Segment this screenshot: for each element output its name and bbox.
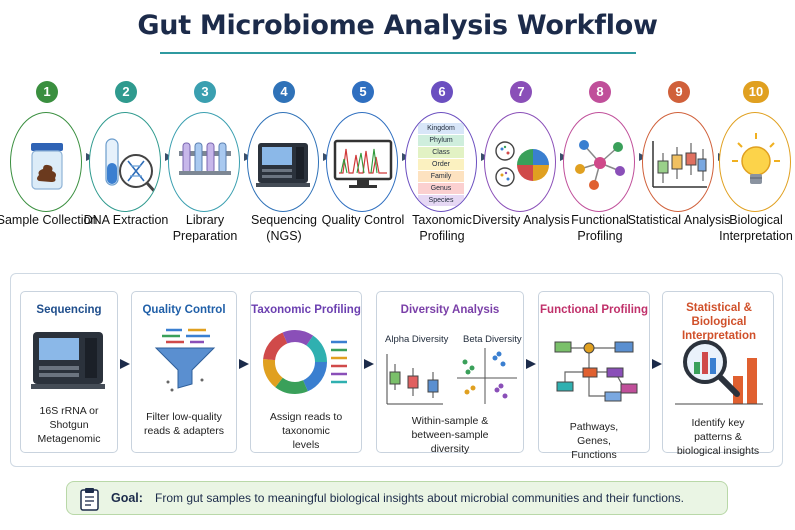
step-oval (10, 112, 82, 212)
pathway-network-icon (554, 341, 638, 402)
taxonomy-level: Genus (418, 183, 464, 194)
step-functional-profiling: 8 Functional Profiling (560, 80, 640, 260)
detail-panel (10, 273, 783, 467)
taxonomy-level: Phylum (418, 135, 464, 146)
lightbulb-icon (732, 133, 780, 184)
arrow-right-icon (526, 359, 536, 369)
arrow-right-icon (239, 359, 249, 369)
beta-diversity-label: Beta Diversity (463, 334, 522, 345)
step-sequencing: 4 Sequencing (NGS) (244, 80, 324, 260)
card-description: Identify key patterns & biological insig… (676, 417, 760, 457)
card-title: Diversity Analysis (400, 304, 500, 316)
card-title: Statistical & Biological Interpretation (681, 302, 757, 342)
step-number: 9 (668, 81, 690, 103)
step-dna-extraction: 2 DNA Extraction (84, 80, 168, 260)
taxonomy-level: Order (418, 159, 464, 170)
goal-text: From gut samples to meaningful biologica… (155, 491, 684, 505)
card-description: Pathways, Genes, Functions (569, 421, 619, 461)
step-oval (719, 112, 791, 212)
step-oval (168, 112, 240, 212)
dna-tube-icon (105, 138, 158, 195)
sample-jar-icon (31, 143, 63, 190)
boxplot-icon (652, 141, 707, 188)
step-number: 5 (352, 81, 374, 103)
card-description: 16S rRNA or Shotgun Metagenomic (37, 405, 101, 445)
card-description: Assign reads to taxonomic levels (269, 411, 343, 451)
taxonomy-level: Species (418, 195, 464, 206)
card-sequencing: Sequencing 16S rRNA or Shotgun Metagenom… (20, 291, 118, 453)
card-statistical-interpretation: Statistical & Biological Interpretation … (662, 291, 774, 457)
title-underline (160, 52, 636, 54)
card-title: Quality Control (142, 304, 226, 316)
step-label: DNA Extraction (83, 213, 169, 227)
card-title: Functional Profiling (540, 304, 648, 316)
funnel-filter-icon (154, 328, 216, 392)
step-biological-interpretation: 10 Biological Interpretation (716, 80, 795, 260)
step-oval (326, 112, 398, 212)
step-number: 3 (194, 81, 216, 103)
step-label: Library Preparation (172, 213, 238, 243)
tube-rack-icon (179, 142, 231, 175)
card-title: Taxonomic Profiling (251, 304, 361, 316)
step-label: Sample Collection (0, 213, 98, 227)
step-number: 4 (273, 81, 295, 103)
step-oval: Kingdom Phylum Class Order Family Genus … (405, 112, 477, 212)
step-taxonomic-profiling: 6 Kingdom Phylum Class Order Family Genu… (402, 80, 482, 260)
taxonomy-ladder: Kingdom Phylum Class Order Family Genus … (418, 123, 464, 206)
step-oval (89, 112, 161, 212)
step-label: Biological Interpretation (719, 213, 793, 243)
taxonomy-level: Class (418, 147, 464, 158)
step-number: 10 (743, 81, 769, 103)
diversity-plots-icon (386, 348, 517, 405)
network-icon (575, 140, 625, 190)
arrow-right-icon (120, 359, 130, 369)
card-diversity-analysis: Diversity Analysis Alpha Diversity Beta … (376, 291, 524, 455)
step-quality-control: 5 Quality Control (322, 80, 404, 260)
card-title: Sequencing (36, 304, 102, 316)
step-sample-collection: 1 Sample Collection (0, 80, 97, 260)
diversity-pie-icon (495, 141, 549, 187)
monitor-chromatogram-icon (333, 139, 393, 188)
step-label: Quality Control (321, 213, 405, 227)
magnifier-bar-chart-icon (675, 340, 763, 405)
card-description: Within-sample & between-sample diversity (411, 415, 489, 455)
sequencer-icon (256, 143, 310, 187)
step-number: 2 (115, 81, 137, 103)
step-statistical-analysis: 9 Statistical Analysis (628, 80, 730, 260)
step-number: 1 (36, 81, 58, 103)
arrow-right-icon (364, 359, 374, 369)
sequencer-icon (31, 332, 105, 389)
step-oval (642, 112, 714, 212)
card-quality-control: Quality Control Filter low-quality reads… (131, 291, 237, 453)
step-label: Sequencing (NGS) (250, 213, 318, 243)
clipboard-icon (80, 488, 99, 511)
arrow-right-icon (652, 359, 662, 369)
goal-label: Goal: (111, 491, 143, 505)
taxonomy-level: Family (418, 171, 464, 182)
step-label: Statistical Analysis (627, 213, 731, 227)
step-oval (563, 112, 635, 212)
step-number: 8 (589, 81, 611, 103)
step-label: Diversity Analysis (472, 213, 570, 227)
step-label: Functional Profiling (571, 213, 629, 243)
card-functional-profiling: Functional Profiling Pathways, Genes, Fu… (538, 291, 650, 461)
step-oval (247, 112, 319, 212)
card-description: Filter low-quality reads & adapters (144, 411, 224, 437)
page-title: Gut Microbiome Analysis Workflow (137, 10, 658, 41)
goal-banner: Goal: From gut samples to meaningful bio… (66, 481, 728, 515)
taxonomy-level: Kingdom (418, 123, 464, 134)
step-oval (484, 112, 556, 212)
step-label: Taxonomic Profiling (412, 213, 472, 243)
step-number: 6 (431, 81, 453, 103)
alpha-diversity-label: Alpha Diversity (385, 334, 449, 345)
step-number: 7 (510, 81, 532, 103)
step-library-preparation: 3 Library Preparation (165, 80, 245, 260)
donut-chart-icon (263, 330, 347, 394)
step-diversity-analysis: 7 Diversity Analysis (472, 80, 570, 260)
card-taxonomic-profiling: Taxonomic Profiling Assign reads to taxo… (250, 291, 362, 453)
